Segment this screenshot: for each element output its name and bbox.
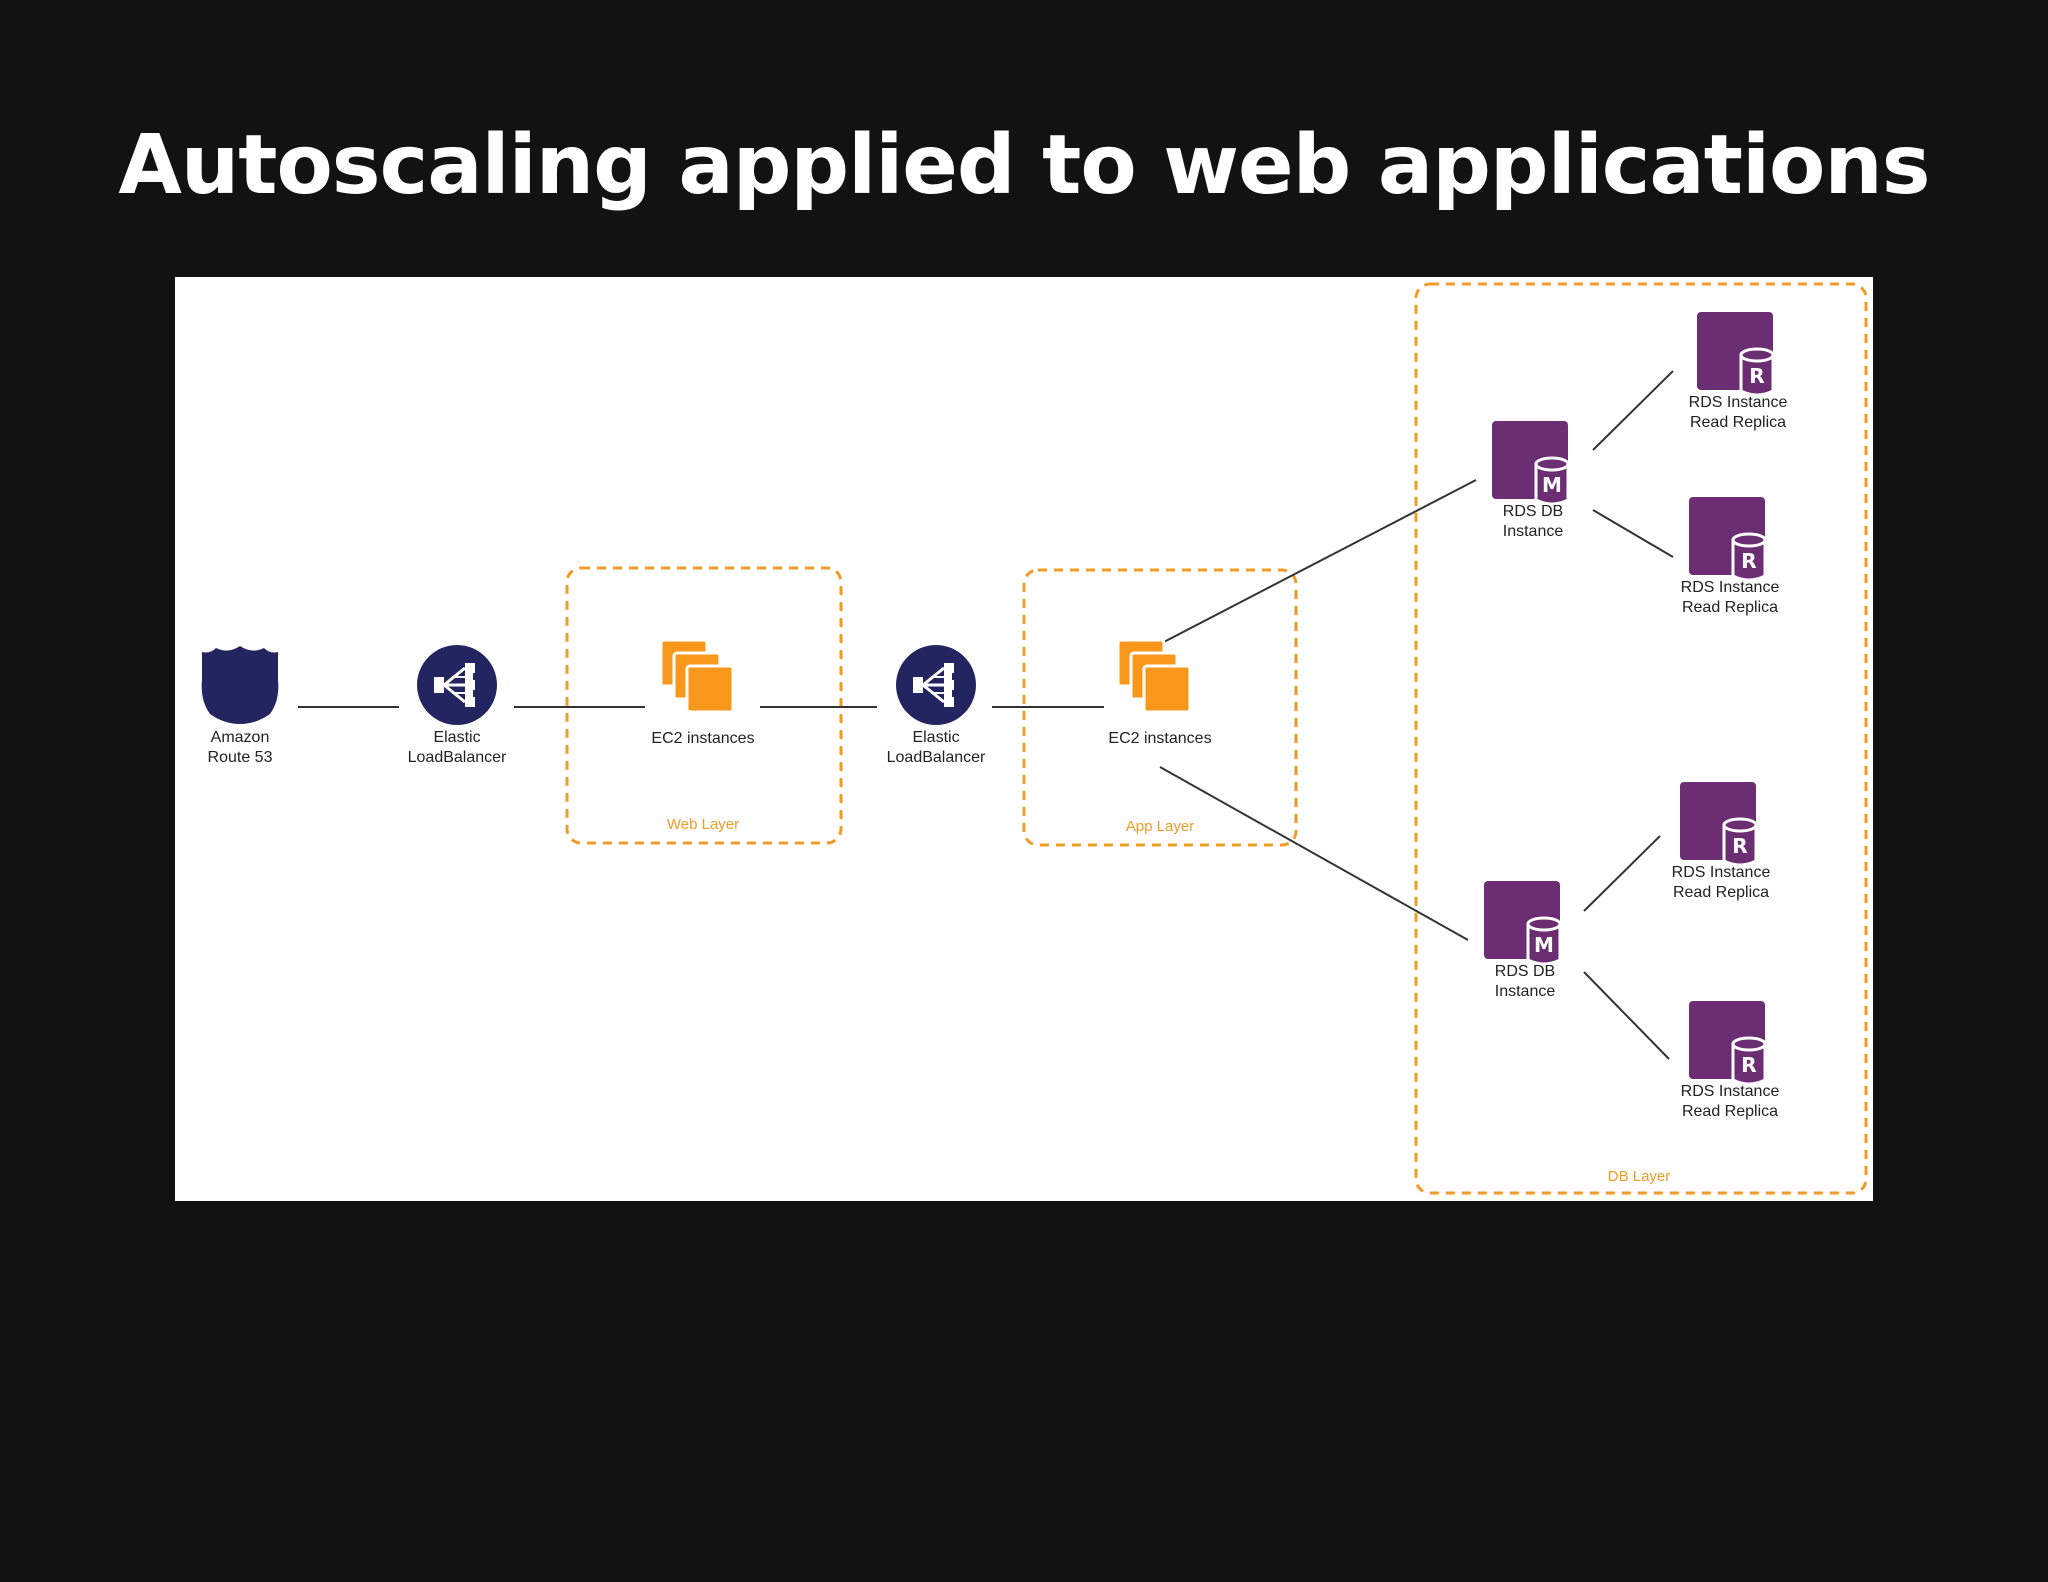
connector-rds-top-replica-2: [1592, 509, 1674, 558]
app-layer-label: App Layer: [1125, 818, 1195, 835]
replica-3-label: RDS Instance Read Replica: [1671, 864, 1771, 901]
rds-master-icon: M: [1490, 419, 1570, 506]
route53-label: Amazon Route 53: [207, 729, 273, 766]
load-balancer-icon: [415, 643, 499, 727]
rds-replica-icon: R: [1687, 495, 1767, 582]
architecture-diagram: M M R R R R Amazon Route 53 Elastic Load…: [175, 277, 1873, 1201]
web-layer-box: [565, 566, 843, 845]
svg-text:M: M: [1534, 933, 1554, 957]
connector-ec2-app-rds-top: [1159, 479, 1477, 645]
web-layer-label: Web Layer: [666, 816, 740, 833]
svg-text:R: R: [1741, 549, 1756, 573]
ec2-instances-icon: [1116, 638, 1192, 714]
elb1-label: Elastic LoadBalancer: [407, 729, 507, 766]
replica-4-label: RDS Instance Read Replica: [1680, 1083, 1780, 1120]
rds-replica-icon: R: [1678, 780, 1758, 867]
connector-rds-top-replica-1: [1592, 370, 1674, 451]
rds-replica-icon: R: [1695, 310, 1775, 397]
load-balancer-icon: [894, 643, 978, 727]
rds-master-top-label: RDS DB Instance: [1502, 503, 1564, 540]
db-layer-label: DB Layer: [1607, 1168, 1671, 1185]
svg-text:R: R: [1732, 834, 1747, 858]
app-layer-box: [1022, 568, 1298, 847]
connector-ec2-app-rds-bottom: [1159, 766, 1469, 941]
db-layer-box: [1414, 282, 1868, 1195]
connector-rds-bottom-replica-4: [1583, 971, 1670, 1060]
ec2-instances-icon: [659, 638, 735, 714]
svg-text:R: R: [1741, 1053, 1756, 1077]
rds-master-bottom-label: RDS DB Instance: [1494, 963, 1556, 1000]
rds-replica-icon: R: [1687, 999, 1767, 1086]
rds-master-icon: M: [1482, 879, 1562, 966]
ec2-web-label: EC2 instances: [651, 730, 755, 747]
connector-rds-bottom-replica-3: [1583, 835, 1661, 912]
route53-shield-icon: [201, 646, 279, 724]
diagram-canvas: M M R R R R: [201, 282, 1868, 1195]
elb2-label: Elastic LoadBalancer: [886, 729, 986, 766]
svg-text:R: R: [1749, 364, 1764, 388]
replica-2-label: RDS Instance Read Replica: [1680, 579, 1780, 616]
slide-title: Autoscaling applied to web applications: [118, 118, 1930, 213]
ec2-app-label: EC2 instances: [1108, 730, 1212, 747]
replica-1-label: RDS Instance Read Replica: [1688, 394, 1788, 431]
svg-text:M: M: [1542, 473, 1562, 497]
